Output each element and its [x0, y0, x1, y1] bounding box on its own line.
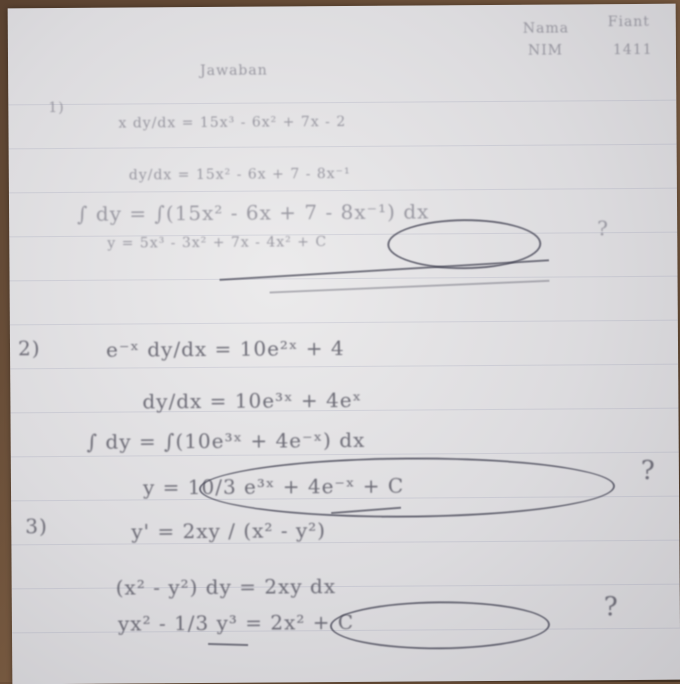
ruled-line: [9, 319, 678, 326]
equation-line: x dy/dx = 15x³ - 6x² + 7x - 2: [118, 113, 347, 132]
equation-line: yx² - 1/3 y³ = 2x² + C: [117, 609, 355, 636]
nim-value: 1411: [612, 41, 653, 59]
nim-label: NIM: [527, 42, 564, 59]
ruled-line: [8, 143, 677, 150]
problem-number: 1): [48, 99, 65, 117]
question-mark: ?: [603, 592, 619, 623]
equation-line: e⁻ˣ dy/dx = 10e²ˣ + 4: [105, 335, 345, 362]
question-mark: ?: [640, 455, 656, 486]
name-value: Fiant: [607, 13, 651, 31]
ruled-line: [9, 275, 678, 282]
ruled-line: [11, 583, 680, 590]
ruled-line: [8, 99, 677, 106]
ruled-line: [11, 539, 680, 546]
equation-line: dy/dx = 10e³ˣ + 4eˣ: [142, 387, 363, 414]
ruled-line: [8, 187, 677, 194]
answer-circle: [329, 600, 551, 651]
ruled-line: [10, 363, 679, 370]
equation-line: ∫ dy = ∫(10e³ˣ + 4e⁻ˣ) dx: [86, 427, 366, 454]
underline-stroke: [208, 642, 249, 647]
answer-circle: [198, 456, 616, 520]
equation-line: ∫ dy = ∫(15x² - 6x + 7 - 8x⁻¹) dx: [77, 199, 430, 226]
notebook-page: Nama Fiant NIM 1411 Jawaban 1) x dy/dx =…: [7, 3, 680, 684]
question-mark: ?: [597, 216, 610, 241]
equation-line: dy/dx = 15x² - 6x + 7 - 8x⁻¹: [128, 165, 351, 184]
problem-number: 3): [25, 514, 48, 539]
page-title: Jawaban: [200, 62, 268, 79]
underline-stroke: [269, 279, 550, 294]
equation-line: y = 5x³ - 3x² + 7x - 4x² + C: [107, 234, 328, 252]
equation-line: y' = 2xy / (x² - y²): [131, 518, 327, 544]
name-label: Nama: [522, 20, 570, 37]
problem-number: 2): [17, 336, 41, 361]
equation-line: (x² - y²) dy = 2xy dx: [115, 574, 337, 600]
